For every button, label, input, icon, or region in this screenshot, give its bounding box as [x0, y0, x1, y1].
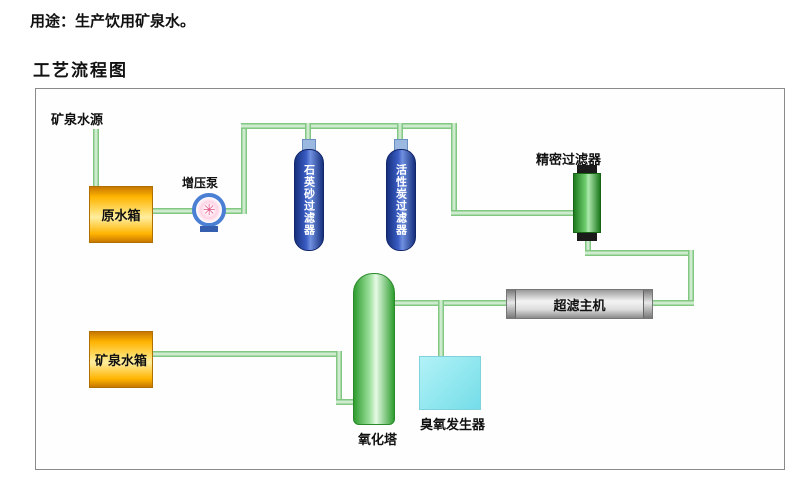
- pipe-source-to-rawtank: [93, 129, 99, 186]
- pipe-riser: [241, 123, 247, 214]
- pipe-to-precision-filter: [451, 210, 573, 216]
- pipe-to-ozone-generator: [438, 300, 444, 356]
- pipe-uf-to-tower: [389, 300, 506, 306]
- uf-label: 超滤主机: [553, 298, 606, 314]
- precision-filter-body: [573, 173, 601, 233]
- page-title: 工艺流程图: [33, 61, 128, 81]
- uf-left-cap: [507, 290, 516, 318]
- activated-carbon-filter: 活性炭过滤器: [386, 149, 416, 251]
- pipe-pump-out: [222, 208, 247, 214]
- precision-filter-label: 精密过滤器: [536, 153, 602, 168]
- precision-filter: [573, 165, 601, 241]
- pipe-mineraltank-drop: [336, 351, 342, 405]
- ozone-generator: [419, 356, 481, 410]
- raw-water-tank: 原水箱: [89, 186, 153, 243]
- pipe-into-tower-bottom: [336, 399, 356, 405]
- tower-label: 氧化塔: [358, 433, 398, 448]
- source-label: 矿泉水源: [51, 113, 104, 128]
- pipe-into-quartz-filter: [305, 123, 311, 141]
- quartz-filter-label: 石英砂过滤器: [302, 164, 316, 236]
- pipe-into-uf: [651, 300, 694, 306]
- usage-text: 用途：生产饮用矿泉水。: [30, 12, 196, 30]
- process-flow-diagram: 矿泉水源 增压泵 精密过滤器 氧化塔 臭氧发生器 原水箱 ✳ 石英砂过滤器 活性…: [35, 88, 785, 470]
- carbon-filter-label: 活性炭过滤器: [394, 164, 408, 236]
- pipe-precision-out-right: [585, 250, 694, 256]
- mineral-water-tank-label: 矿泉水箱: [94, 354, 147, 369]
- pump-impeller-icon: ✳: [202, 200, 216, 219]
- ultrafiltration-unit: 超滤主机: [506, 289, 653, 319]
- ozone-label: 臭氧发生器: [420, 418, 486, 433]
- precision-filter-top-cap: [577, 165, 597, 173]
- pipe-mineraltank-branch: [151, 351, 342, 357]
- mineral-water-tank: 矿泉水箱: [89, 331, 153, 388]
- pipe-rawtank-to-pump: [151, 208, 195, 214]
- pipe-top-manifold: [241, 123, 457, 129]
- pipe-down-to-uf: [688, 250, 694, 306]
- pipe-into-carbon-filter: [397, 123, 403, 141]
- uf-right-cap: [643, 290, 652, 318]
- raw-water-tank-label: 原水箱: [101, 209, 141, 224]
- pump-base: [200, 226, 218, 232]
- booster-pump: ✳: [192, 193, 226, 227]
- quartz-sand-filter: 石英砂过滤器: [294, 149, 324, 251]
- precision-filter-bottom-cap: [577, 233, 597, 241]
- pipe-right-drop: [451, 123, 457, 216]
- pipe-precision-out-down: [585, 239, 591, 256]
- pump-label: 增压泵: [182, 176, 219, 190]
- oxidation-tower: [353, 273, 395, 425]
